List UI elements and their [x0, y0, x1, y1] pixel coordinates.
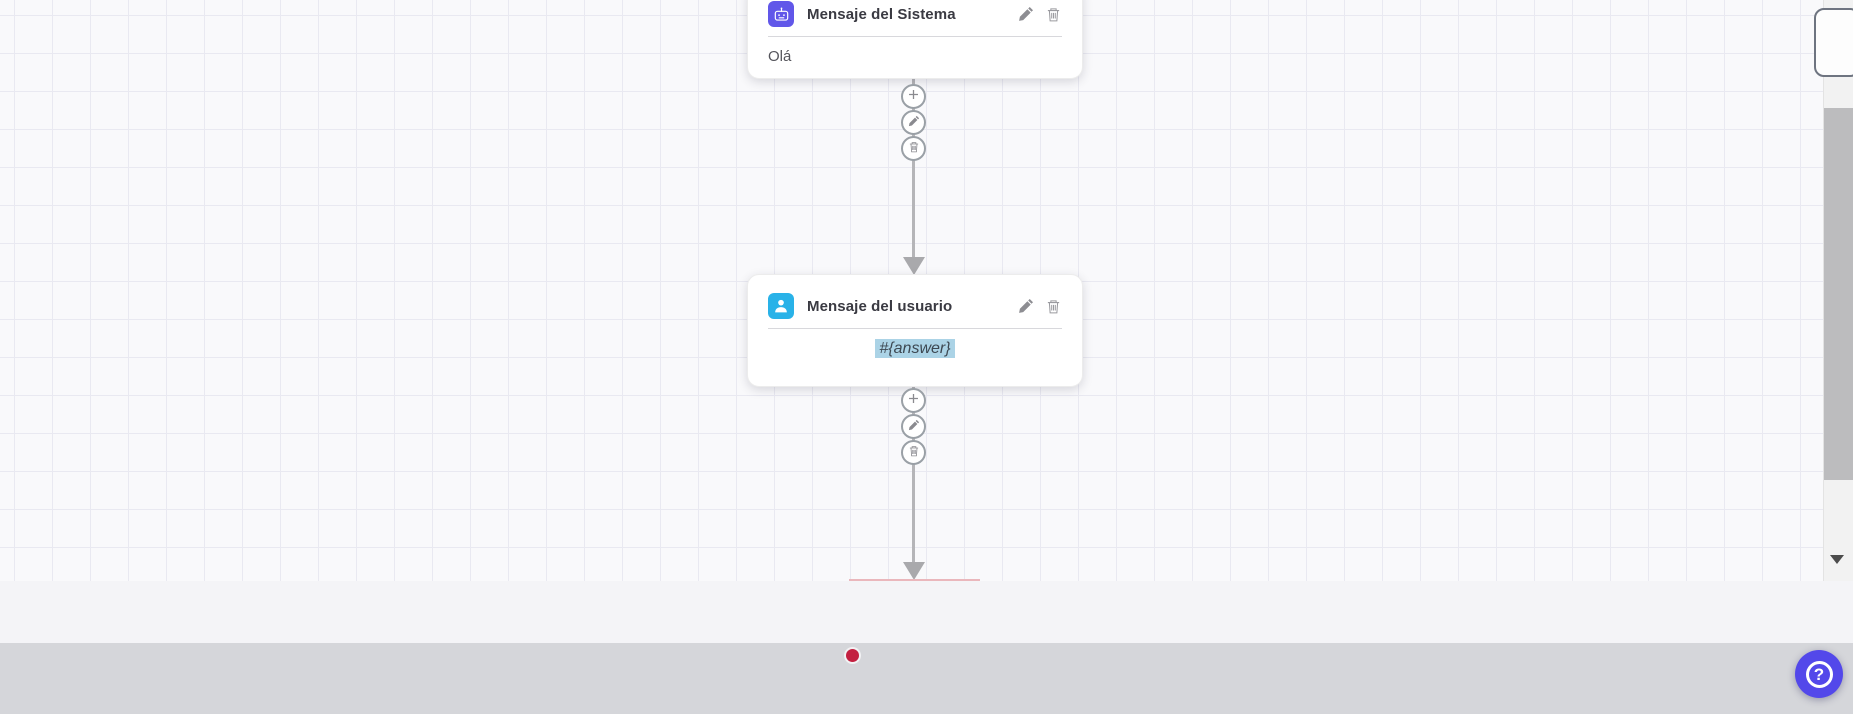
bottom-toolbar: Editar Apariencia Recargar Salvar Prueba…: [0, 643, 1853, 714]
node-actions: [1017, 298, 1062, 315]
node-title: Mensaje del usuario: [807, 297, 953, 315]
vertical-scrollbar-thumb[interactable]: [1824, 108, 1853, 480]
node-header: Mensaje del Sistema: [768, 1, 1062, 27]
node-card-system-message[interactable]: Mensaje del Sistema Olá: [747, 0, 1083, 79]
node-divider: [768, 36, 1062, 37]
pencil-icon: [908, 418, 920, 436]
edit-node-icon[interactable]: [1017, 6, 1034, 23]
canvas-bottom-strip: [0, 581, 1853, 643]
connector-line: [912, 78, 915, 259]
trash-icon: [908, 444, 920, 462]
canvas-control-panel[interactable]: [1814, 8, 1853, 77]
connector-add-button[interactable]: [901, 388, 926, 413]
variable-token: #{answer}: [875, 339, 955, 358]
drop-indicator-line: [849, 579, 980, 581]
delete-node-icon[interactable]: [1045, 298, 1062, 315]
node-actions: [1017, 6, 1062, 23]
question-mark-icon: ?: [1805, 660, 1833, 688]
connector-edit-button[interactable]: [901, 414, 926, 439]
delete-node-icon[interactable]: [1045, 6, 1062, 23]
flow-canvas[interactable]: Mensaje del Sistema Olá Mensaje del usua…: [0, 0, 1823, 581]
user-icon: [768, 293, 794, 319]
plus-icon: [907, 88, 920, 106]
plus-icon: [907, 392, 920, 410]
help-button[interactable]: ?: [1795, 650, 1843, 698]
connector-add-button[interactable]: [901, 84, 926, 109]
node-card-user-message[interactable]: Mensaje del usuario #{answer}: [747, 274, 1083, 387]
robot-icon: [768, 1, 794, 27]
connector-arrowhead: [903, 257, 925, 275]
node-divider: [768, 328, 1062, 329]
pencil-icon: [908, 114, 920, 132]
scroll-down-arrow-icon[interactable]: [1830, 555, 1844, 564]
edit-node-icon[interactable]: [1017, 298, 1034, 315]
node-header: Mensaje del usuario: [768, 293, 1062, 319]
trash-icon: [908, 140, 920, 158]
connector-delete-button[interactable]: [901, 440, 926, 465]
unsaved-changes-badge: [844, 647, 861, 664]
node-title: Mensaje del Sistema: [807, 5, 956, 23]
connector-delete-button[interactable]: [901, 136, 926, 161]
connector-arrowhead: [903, 562, 925, 580]
connector-edit-button[interactable]: [901, 110, 926, 135]
node-content: Olá: [768, 48, 792, 65]
connector-line: [912, 387, 915, 563]
node-content: #{answer}: [768, 339, 1062, 358]
